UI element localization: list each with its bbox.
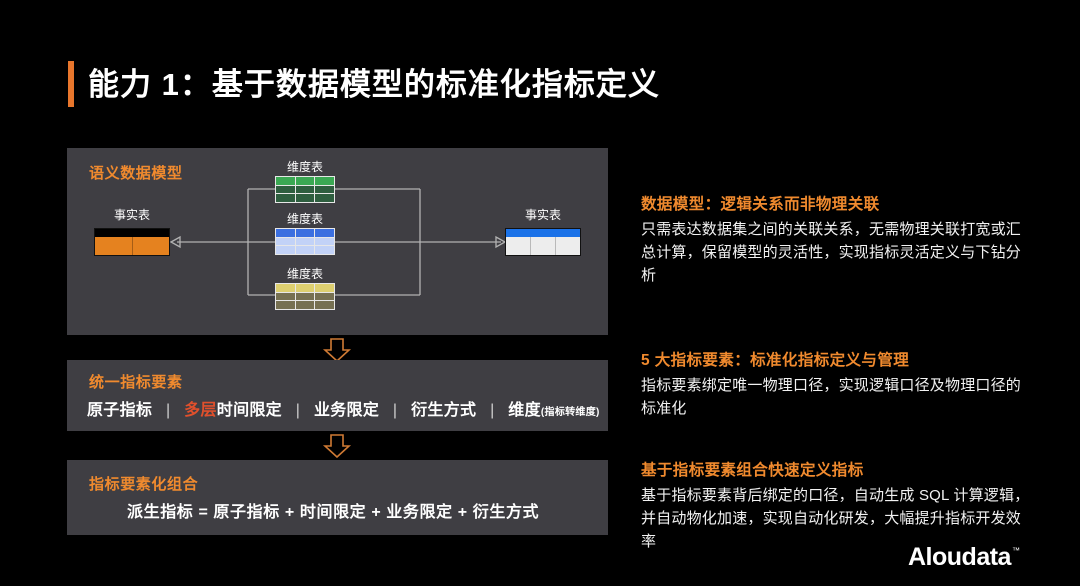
aloudata-logo-text: Aloudata [908,543,1011,571]
arrow-head-right [495,235,507,249]
page-title: 能力 1：基于数据模型的标准化指标定义 [88,66,660,102]
semantic-model-diagram: 事实表 维度表 维度表 维度表 事实表 [67,148,608,335]
info-block-fast-definition-body: 基于指标要素背后绑定的口径，自动生成 SQL 计算逻辑，并自动物化加速，实现自动… [641,487,1030,550]
metric-element-time: 时间限定 [216,402,282,419]
dimension-table-3 [275,283,335,310]
metric-element-separator-4: | [490,402,495,419]
info-block-fast-definition-title: 基于指标要素组合快速定义指标 [641,462,864,479]
unified-metric-elements-heading: 统一指标要素 [89,374,183,391]
flow-arrow-down-2 [322,434,352,458]
metric-element-dimension: 维度 [508,402,541,419]
info-block-data-model-title: 数据模型：逻辑关系而非物理关联 [641,196,880,213]
fact-table-left-caption: 事实表 [113,208,150,222]
metric-element-separator-2: | [295,402,301,419]
flow-arrow-down-1 [322,338,352,362]
fact-table-left-header [95,229,169,237]
fact-table-right-header [506,229,580,237]
metric-element-combination-panel: 指标要素化组合 派生指标 = 原子指标 + 时间限定 + 业务限定 + 衍生方式 [67,460,608,535]
derived-metric-formula: 派生指标 = 原子指标 + 时间限定 + 业务限定 + 衍生方式 [127,504,540,521]
metric-element-derivation: 衍生方式 [411,402,477,419]
metric-element-dimension-note: (指标转维度) [540,407,600,418]
metric-element-separator-3: | [392,402,398,419]
fact-table-right-body [506,237,580,255]
dimension-table-2 [275,228,335,255]
metric-element-separator-1: | [165,402,171,419]
metric-element-business: 业务限定 [313,402,380,419]
unified-metric-elements-panel: 统一指标要素 原子指标 | 多层时间限定 | 业务限定 | 衍生方式 | 维度(… [67,360,608,431]
aloudata-logo: Aloudata ™ [908,545,1020,570]
info-block-five-elements: 5 大指标要素：标准化指标定义与管理 指标要素绑定唯一物理口径，实现逻辑口径及物… [641,348,1033,421]
fact-table-right-caption: 事实表 [524,208,561,222]
info-block-five-elements-body: 指标要素绑定唯一物理口径，实现逻辑口径及物理口径的标准化 [641,377,1022,417]
metric-element-time-highlight: 多层 [184,402,217,419]
info-block-data-model: 数据模型：逻辑关系而非物理关联 只需表达数据集之间的关联关系，无需物理关联打宽或… [641,192,1033,287]
fact-table-left [94,228,170,256]
title-accent-bar [68,61,74,107]
dimension-table-3-caption: 维度表 [286,267,323,281]
info-block-data-model-body: 只需表达数据集之间的关联关系，无需物理关联打宽或汇总计算，保留模型的灵活性，实现… [641,221,1022,284]
semantic-data-model-heading: 语义数据模型 [89,165,183,182]
metric-element-combination-heading: 指标要素化组合 [89,476,199,493]
metric-element-atomic: 原子指标 [87,402,153,419]
fact-table-right [505,228,581,256]
metric-elements-row: 原子指标 | 多层时间限定 | 业务限定 | 衍生方式 | 维度(指标转维度) [87,396,600,420]
info-block-fast-definition: 基于指标要素组合快速定义指标 基于指标要素背后绑定的口径，自动生成 SQL 计算… [641,458,1033,553]
arrow-head-left [169,235,181,249]
dimension-table-1 [275,176,335,203]
semantic-data-model-panel: 语义数据模型 [67,148,608,335]
dimension-table-1-caption: 维度表 [286,160,323,174]
page-title-row: 能力 1：基于数据模型的标准化指标定义 [68,58,660,110]
trademark-symbol: ™ [1011,546,1020,555]
dimension-table-2-caption: 维度表 [286,212,323,226]
fact-table-left-body [95,237,169,255]
info-block-five-elements-title: 5 大指标要素：标准化指标定义与管理 [641,352,910,369]
